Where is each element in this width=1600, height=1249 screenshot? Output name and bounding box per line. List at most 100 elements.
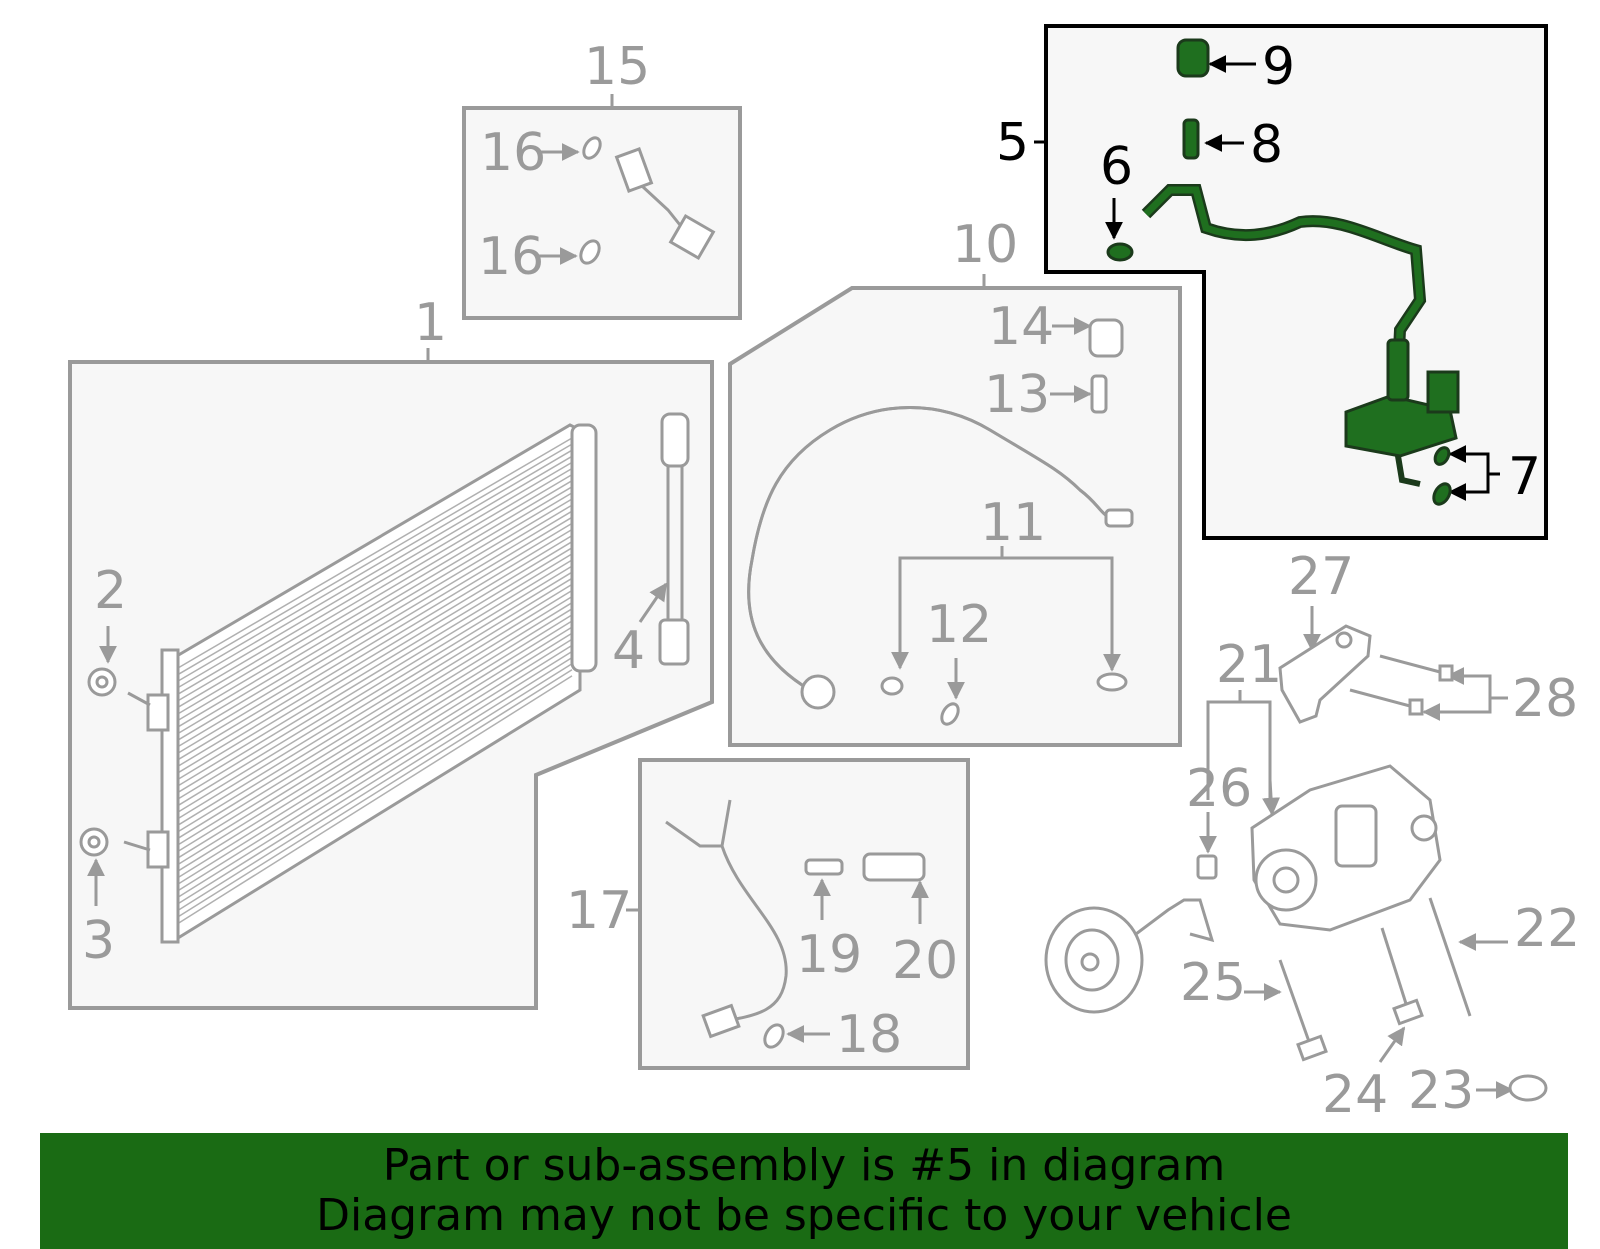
o-ring-18 — [763, 1023, 785, 1049]
condenser-fin — [177, 492, 573, 728]
valve-core-8 — [1182, 118, 1200, 160]
callout-6: 6 — [1100, 137, 1133, 197]
line-adapter-15 — [614, 147, 716, 261]
condenser-fin — [177, 626, 573, 872]
condenser — [146, 423, 598, 944]
callout-25: 25 — [1180, 953, 1246, 1013]
condenser-fin — [177, 638, 573, 885]
callout-10: 10 — [952, 215, 1018, 275]
callout-11: 11 — [980, 493, 1046, 553]
condenser-fin — [177, 437, 573, 669]
bolt-24 — [1380, 927, 1424, 1026]
o-ring-16-top — [582, 136, 602, 160]
cap-9 — [1176, 38, 1210, 78]
callout-17: 17 — [566, 881, 632, 941]
condenser-fin — [177, 461, 573, 695]
condenser-fin — [177, 467, 573, 702]
group-15-box — [462, 106, 742, 320]
o-ring-6 — [1106, 242, 1134, 262]
condenser-fin — [177, 614, 573, 859]
clutch-pulley-26 — [1044, 854, 1218, 1014]
mount-nut-3 — [79, 827, 151, 857]
callout-19: 19 — [796, 925, 862, 985]
condenser-fin — [177, 632, 573, 879]
condenser-fin — [177, 608, 573, 853]
condenser-fin — [177, 644, 573, 892]
bracket-27 — [1278, 624, 1372, 724]
condenser-fin — [177, 455, 573, 689]
clip-11 — [880, 676, 904, 696]
receiver-drier-4 — [658, 412, 690, 666]
condenser-fin — [177, 510, 573, 748]
condenser-fin — [177, 583, 573, 826]
mount-nut-2 — [87, 667, 151, 707]
callout-14: 14 — [988, 297, 1054, 357]
condenser-fin — [177, 675, 573, 925]
bolt-25 — [1278, 959, 1328, 1062]
condenser-fin — [177, 595, 573, 839]
condenser-fin — [177, 528, 573, 767]
callout-21: 21 — [1216, 635, 1282, 695]
condenser-fin — [177, 650, 573, 898]
o-ring-12 — [940, 702, 960, 726]
callout-24: 24 — [1322, 1065, 1388, 1125]
o-ring-7-top — [1433, 446, 1451, 466]
o-ring-7-bottom — [1432, 482, 1452, 506]
callout-26: 26 — [1186, 759, 1252, 819]
valve-19 — [804, 858, 844, 876]
condenser-fin — [177, 449, 573, 682]
condenser-fin — [177, 534, 573, 774]
condenser-fin — [177, 571, 573, 813]
condenser-fin — [177, 522, 573, 761]
banner-line-2: Diagram may not be specific to your vehi… — [316, 1190, 1292, 1241]
callout-28: 28 — [1512, 669, 1578, 729]
callout-27: 27 — [1288, 547, 1354, 607]
callout-23: 23 — [1408, 1061, 1474, 1121]
condenser-fin — [177, 547, 573, 787]
condenser-fin — [177, 669, 573, 918]
callout-20: 20 — [892, 931, 958, 991]
callout-7: 7 — [1508, 447, 1541, 507]
switch-20 — [862, 852, 926, 882]
callout-2: 2 — [94, 561, 127, 621]
condenser-fin — [177, 541, 573, 780]
o-ring-11 — [1096, 672, 1128, 692]
callout-15: 15 — [584, 37, 650, 97]
condenser-fin — [177, 516, 573, 754]
condenser-fin — [177, 486, 573, 722]
cap-14 — [1088, 318, 1124, 358]
stud-22 — [1428, 897, 1472, 1017]
notice-banner: Part or sub-assembly is #5 in diagram Di… — [40, 1133, 1568, 1249]
callout-1: 1 — [414, 293, 447, 353]
condenser-fin — [177, 498, 573, 735]
suction-line-10 — [747, 406, 1134, 710]
callout-22: 22 — [1514, 899, 1580, 959]
group-10-box — [728, 286, 1182, 747]
condenser-fin — [177, 480, 573, 715]
bolts-28 — [1349, 654, 1454, 716]
callout-16-bottom: 16 — [478, 227, 544, 287]
callout-18: 18 — [836, 1005, 902, 1065]
condenser-fin — [177, 577, 573, 820]
callout-5: 5 — [996, 113, 1029, 173]
condenser-fin — [177, 656, 573, 905]
callout-13: 13 — [984, 365, 1050, 425]
ac-line-5 — [1141, 184, 1460, 487]
condenser-fin — [177, 602, 573, 846]
callout-16-top: 16 — [480, 123, 546, 183]
condenser-fin — [177, 473, 573, 708]
callout-12: 12 — [926, 595, 992, 655]
nut-23 — [1508, 1074, 1548, 1102]
condenser-fin — [177, 620, 573, 866]
group-17-box — [638, 758, 970, 1070]
condenser-fin — [177, 443, 573, 676]
condenser-fin — [177, 589, 573, 833]
condenser-fin — [177, 553, 573, 794]
callout-4: 4 — [612, 621, 645, 681]
liquid-line-17 — [665, 799, 788, 1039]
condenser-fin — [177, 504, 573, 741]
condenser-fin — [177, 559, 573, 800]
o-ring-16-bottom — [579, 239, 601, 265]
callout-9: 9 — [1262, 37, 1295, 97]
